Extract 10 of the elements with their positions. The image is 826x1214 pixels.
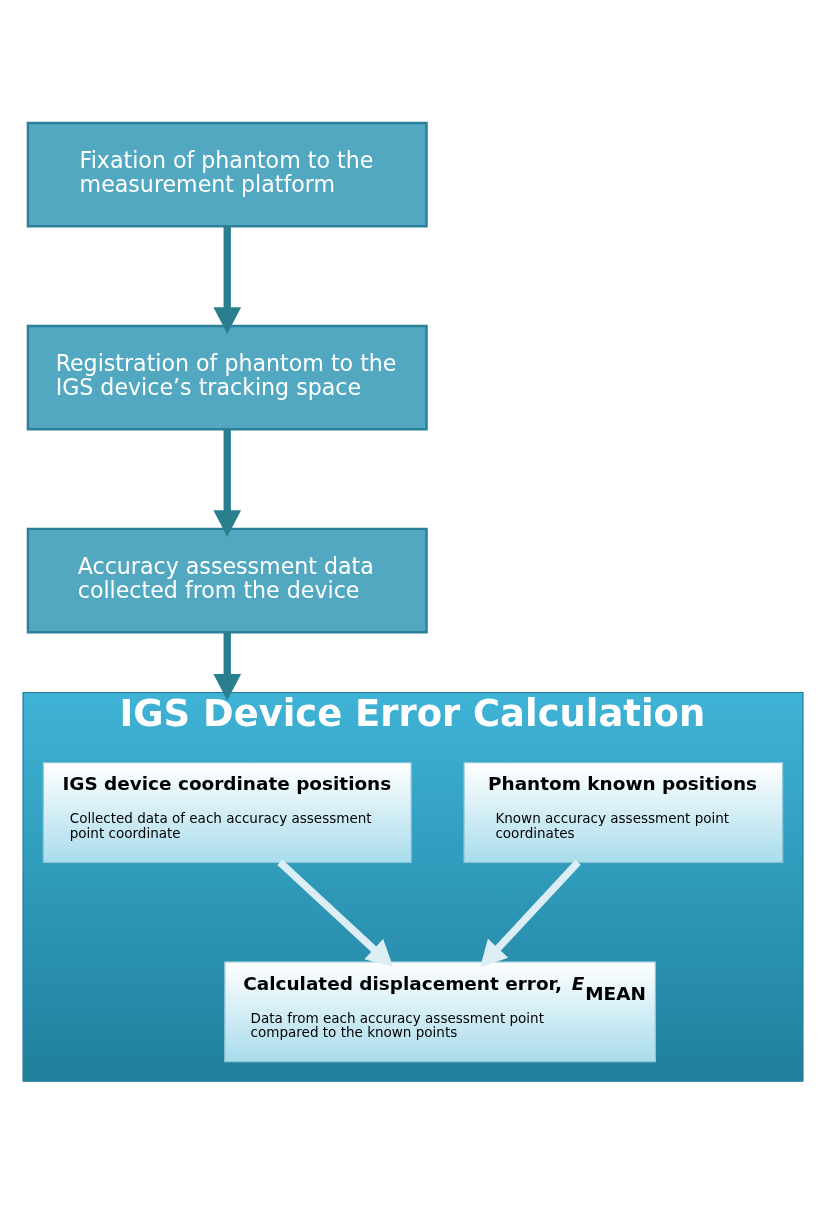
node-box: Accuracy assessment data collected from the device	[26, 527, 428, 634]
arrow	[213, 429, 242, 537]
arrow	[277, 859, 394, 968]
arrow	[213, 632, 242, 701]
node-box: IGS device coordinate positions Collected data of each accuracy assessment point coordinate	[42, 762, 412, 863]
arrow	[213, 226, 242, 334]
arrow	[480, 859, 581, 968]
node-box: Fixation of phantom to the measurement platform	[26, 121, 428, 228]
node-box: Registration of phantom to the IGS device’s tracking space	[26, 324, 428, 431]
node-box: Phantom known positions Known accuracy assessment point coordinates	[463, 762, 784, 863]
